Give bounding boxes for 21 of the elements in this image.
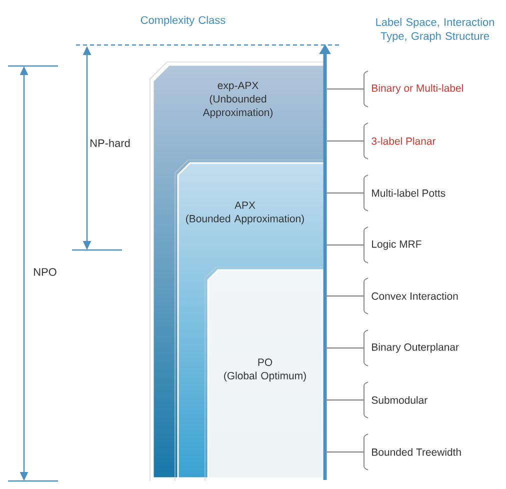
item-label: Convex Interaction [372, 292, 458, 300]
leader-line [325, 399, 364, 401]
item-label: Binary Outerplanar [372, 343, 459, 353]
leader-line [326, 244, 364, 246]
dimension-label: NP-hard [90, 138, 130, 148]
dimension-label: NPO [34, 268, 56, 276]
leader-line [327, 140, 364, 142]
leader-line [325, 347, 364, 349]
item-label: 3-label Planar [372, 137, 436, 145]
leader-line [325, 451, 364, 453]
class-panel: PO (Global Optimum) [204, 266, 324, 482]
item-label: Binary or Multi-label [372, 84, 463, 94]
item-label: Submodular [372, 396, 428, 404]
item-label: Multi-label Potts [372, 189, 446, 197]
leader-line [326, 192, 364, 194]
leader-line [325, 295, 364, 297]
heading: Label Space, Interaction Type, Graph Structure [376, 18, 494, 42]
leader-line [327, 88, 364, 90]
heading: Complexity Class [140, 16, 226, 26]
item-label: Logic MRF [372, 240, 422, 250]
item-label: Bounded Treewidth [372, 448, 461, 456]
